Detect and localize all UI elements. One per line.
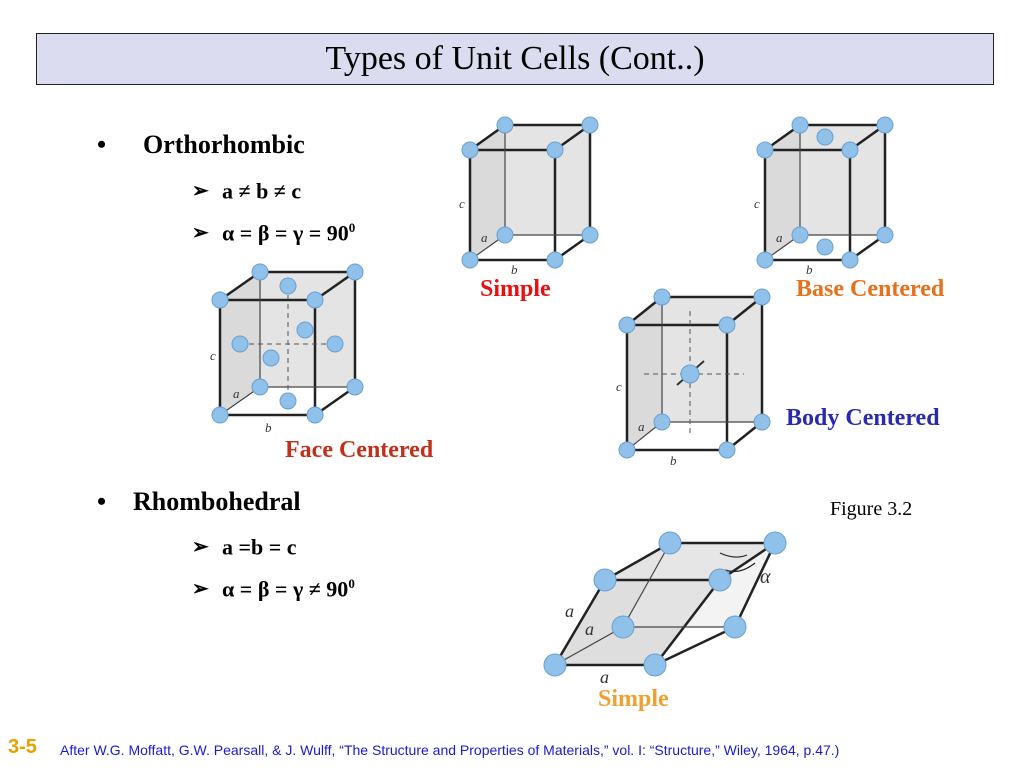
rhombohedral-heading: • Rhombohedral	[97, 487, 301, 517]
rhombo-prop-2-sup: 0	[348, 576, 355, 591]
axis-label-c: c	[459, 196, 465, 211]
face-centered-label: Face Centered	[285, 437, 434, 463]
bullet-marker: •	[97, 130, 107, 159]
simple-orthorhombic-figure: c a b	[459, 116, 599, 277]
figure-caption: Figure 3.2	[830, 498, 913, 520]
axis-label-a: a	[585, 619, 594, 639]
orthorhombic-heading: • Orthorhombic	[97, 130, 305, 160]
arrow-bullet-icon: ➢	[192, 180, 209, 202]
axis-label-b: b	[806, 262, 813, 277]
bullet-marker: •	[97, 487, 107, 516]
body-centered-figure: c a b	[616, 288, 771, 468]
arrow-bullet-icon: ➢	[192, 578, 209, 600]
axis-label-a: a	[565, 601, 574, 621]
citation-footer: After W.G. Moffatt, G.W. Pearsall, & J. …	[60, 742, 840, 758]
rhombo-prop-1: ➢ a =b = c	[192, 534, 297, 560]
axis-label-a: a	[233, 386, 240, 401]
rhombo-prop-1-text: a =b = c	[222, 534, 297, 560]
slide-title-text: Types of Unit Cells (Cont..)	[325, 40, 705, 77]
ortho-prop-1: ➢ a ≠ b ≠ c	[192, 178, 302, 204]
arrow-bullet-icon: ➢	[192, 222, 209, 244]
ortho-prop-1-text: a ≠ b ≠ c	[222, 178, 302, 204]
ortho-prop-2-sup: 0	[348, 220, 356, 235]
axis-label-b: b	[670, 453, 677, 468]
base-centered-figure: c a b	[754, 116, 894, 277]
body-centered-label: Body Centered	[786, 405, 940, 431]
orthorhombic-heading-text: Orthorhombic	[143, 130, 305, 159]
axis-label-b: b	[511, 262, 518, 277]
arrow-bullet-icon: ➢	[192, 536, 209, 558]
axis-label-c: c	[754, 196, 760, 211]
axis-label-c: c	[210, 348, 216, 363]
axis-label-a: a	[638, 419, 645, 434]
ortho-prop-2: ➢ α = β = γ = 900	[192, 220, 356, 246]
axis-label-a: a	[600, 667, 609, 687]
axis-label-a: a	[776, 230, 783, 245]
base-centered-label: Base Centered	[796, 276, 945, 302]
rhombohedral-simple-label: Simple	[598, 686, 669, 712]
axis-label-a: a	[481, 230, 488, 245]
rhombohedral-heading-text: Rhombohedral	[133, 487, 301, 516]
rhombohedral-figure: a a a α	[543, 531, 787, 687]
rhombo-prop-2-text: α = β = γ ≠ 90	[222, 576, 349, 602]
simple-cell-label: Simple	[480, 276, 551, 302]
axis-label-c: c	[616, 379, 622, 394]
axis-label-b: b	[265, 420, 272, 435]
slide-number: 3-5	[8, 736, 37, 758]
axis-label-alpha: α	[760, 566, 771, 588]
slide-title: Types of Unit Cells (Cont..)	[36, 33, 994, 85]
rhombo-prop-2: ➢ α = β = γ ≠ 900	[192, 576, 355, 602]
face-centered-figure: c a b	[210, 263, 364, 435]
ortho-prop-2-text: α = β = γ = 90	[222, 220, 349, 246]
